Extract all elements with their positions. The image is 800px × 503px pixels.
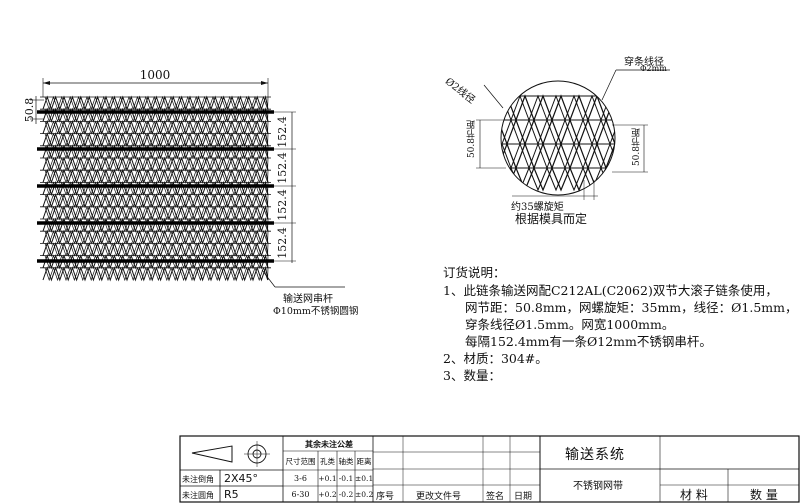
- cross-wire-label: 穿条线径: [624, 57, 664, 68]
- spacing-dimension-text: 152.4: [276, 116, 289, 148]
- detail-mesh: [501, 94, 615, 192]
- pitch-right-label: 50.8节距: [632, 128, 642, 167]
- spiral-label: 约35螺旋矩: [511, 202, 564, 213]
- mesh-belt-front-view: 1000 50.8 152.4 152.4 152.4 152.4: [23, 68, 345, 288]
- detail-circle: [500, 80, 616, 196]
- spacing-dimension-text: 152.4: [276, 189, 289, 221]
- taper-symbol: [191, 445, 233, 463]
- tol-dist-2: ±0.2: [355, 490, 374, 499]
- fillet-value: R5: [224, 488, 239, 501]
- mesh-zigzag-row: [44, 266, 269, 282]
- col-header-dist: 距离: [356, 457, 372, 466]
- title-block: [179, 435, 800, 503]
- cross-rods: [37, 110, 274, 263]
- cross-wire-leader: [601, 69, 617, 101]
- note-line-4: 每隔152.4mm有一条Ø12mm不锈钢串杆。: [465, 334, 712, 349]
- col-header-hole: 孔类: [320, 457, 335, 466]
- chamfer-label: 未注倒角: [182, 475, 214, 484]
- spacing-dimension-text: 152.4: [276, 152, 289, 184]
- rod-leader-line: [261, 269, 276, 288]
- note-line-5: 2、材质：304#。: [443, 351, 548, 366]
- pitch-dimension-text: 50.8: [23, 98, 36, 123]
- quantity-label: 数 量: [750, 488, 778, 502]
- pitch-left-label: 50.8节距: [467, 120, 477, 159]
- rod-label: 输送网串杆: [283, 294, 333, 305]
- tol-hole-2: +0.2: [318, 490, 337, 499]
- width-dimension-text: 1000: [140, 68, 171, 82]
- mesh-rows: [40, 95, 271, 282]
- spacing-dimension-texts: 152.4 152.4 152.4 152.4: [276, 116, 289, 259]
- note-line-3: 穿条线径Ø1.5mm。网宽1000mm。: [465, 317, 675, 332]
- tol-hole-1: +0.1: [318, 474, 337, 483]
- rod-spec: Φ10mm不锈钢圆钢: [273, 306, 359, 317]
- arrow-head: [43, 81, 50, 85]
- chamfer-value: 2X45°: [224, 472, 259, 485]
- tol-dist-1: ±0.1: [355, 474, 374, 483]
- rev-header-date: 日期: [514, 492, 533, 502]
- fillet-label: 未注圆角: [182, 491, 214, 500]
- spacing-ticks: [272, 111, 296, 262]
- mesh-detail-view: [476, 69, 670, 200]
- rev-header-sign: 签名: [486, 492, 505, 502]
- col-header-range: 尺寸范围: [285, 457, 316, 466]
- tol-range-2: 6-30: [291, 490, 310, 499]
- tol-range-1: 3-6: [294, 474, 307, 483]
- note-line-1: 1、此链条输送网配C212AL(C2062)双节大滚子链条使用，: [443, 283, 778, 298]
- arrow-head: [261, 81, 268, 85]
- note-line-2: 网节距：50.8mm，网螺旋矩：35mm，线径：Ø1.5mm，: [465, 300, 798, 315]
- wire-leader: [483, 84, 504, 109]
- tol-shaft-2: -0.2: [338, 490, 354, 499]
- part-name: 不锈钢网带: [573, 481, 623, 492]
- mold-note: 根据模具而定: [515, 212, 588, 226]
- rev-header-doc: 更改文件号: [416, 492, 462, 502]
- note-line-6: 3、数量：: [443, 368, 501, 383]
- tolerance-title: 其余未注公差: [305, 439, 353, 449]
- notes-heading: 订货说明：: [443, 265, 506, 280]
- rev-header-no: 序号: [376, 492, 395, 502]
- cross-wire-spec: Φ2mm: [640, 64, 667, 73]
- material-label: 材 料: [680, 488, 708, 502]
- tol-shaft-1: -0.1: [338, 474, 354, 483]
- system-name: 输送系统: [565, 447, 625, 463]
- col-header-shaft: 轴类: [338, 457, 354, 466]
- spacing-dimension-text: 152.4: [276, 227, 289, 259]
